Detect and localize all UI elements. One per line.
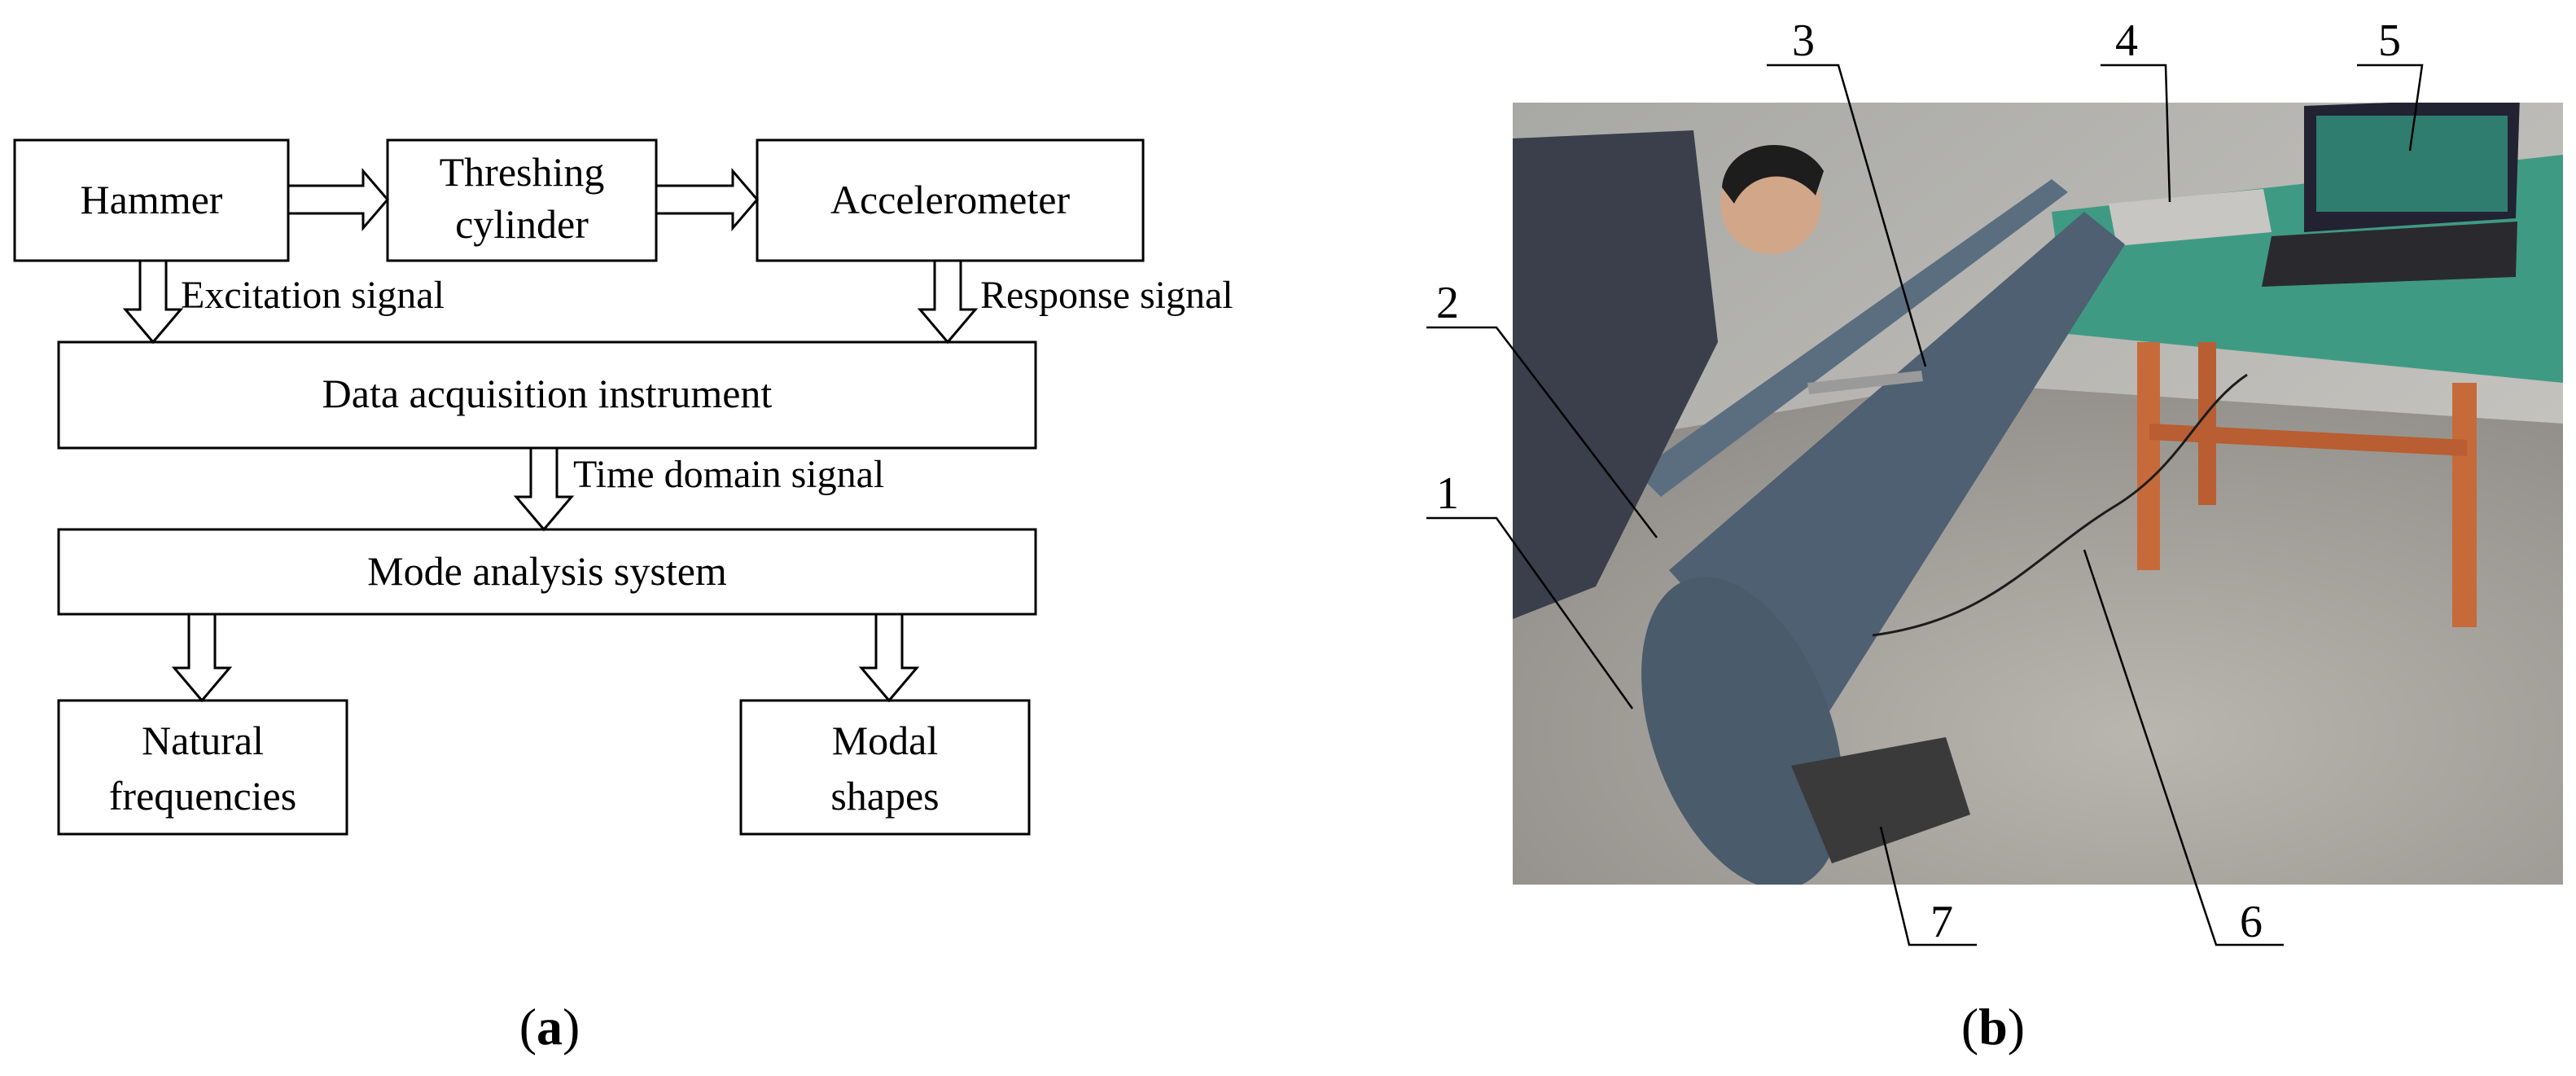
response-signal-label: Response signal	[980, 274, 1233, 317]
leader-4	[2101, 64, 2171, 203]
leader-7	[1879, 826, 1977, 946]
leader-5	[2357, 64, 2424, 152]
table-brace	[2149, 424, 2467, 456]
person-body	[1513, 130, 1718, 619]
leader-1	[1426, 516, 1634, 709]
panel-a-diagram	[13, 138, 1145, 836]
natural-label-line2: frequencies	[109, 773, 296, 819]
callout-7: 7	[1930, 897, 1953, 947]
cylinder-end-disc	[1641, 577, 1843, 885]
hammer-label: Hammer	[81, 177, 223, 222]
callout-5: 5	[2378, 15, 2401, 66]
threshing-label-line1: Threshing	[440, 149, 605, 195]
natural-label-line1: Natural	[142, 718, 264, 763]
excitation-signal-label: Excitation signal	[181, 274, 445, 317]
arrow-excitation-down	[122, 259, 184, 345]
caption-b: (b)	[1961, 998, 2025, 1056]
table-leg-3	[2198, 342, 2216, 505]
accelerometer-label: Accelerometer	[830, 177, 1071, 222]
data-acquisition-box	[57, 340, 1037, 450]
accelerometer-box	[756, 138, 1145, 262]
panel-a-labels: Hammer Threshing cylinder Accelerometer …	[81, 149, 1233, 1056]
callout-leaders	[1426, 64, 2424, 946]
table-leg-2	[2452, 383, 2477, 627]
callout-3: 3	[1792, 15, 1815, 66]
threshing-label-line2: cylinder	[455, 201, 589, 247]
threshing-cylinder-box	[386, 138, 658, 262]
panel-b-photo: 1 2 3 4 5 6 7 (b)	[1426, 15, 2563, 1056]
daq-device	[2109, 189, 2272, 246]
cylinder-bar	[1636, 179, 2068, 497]
hammer-box	[13, 138, 290, 262]
callout-numbers: 1 2 3 4 5 6 7	[1436, 15, 2401, 947]
arrow-response-down	[917, 259, 979, 345]
laptop-base	[2262, 222, 2517, 287]
arrow-to-modal-shapes	[858, 613, 920, 703]
callout-4: 4	[2115, 15, 2138, 66]
hammer-tool	[1807, 371, 1923, 394]
arrow-to-natural-frequencies	[171, 613, 233, 703]
leader-6	[2083, 549, 2284, 946]
arrow-cylinder-to-accelerometer	[655, 167, 759, 232]
mode-analysis-label: Mode analysis system	[367, 548, 727, 594]
modal-label-line1: Modal	[832, 718, 939, 763]
cylinder-body	[1669, 212, 2125, 733]
callout-6: 6	[2240, 897, 2263, 947]
data-acquisition-label: Data acquisition instrument	[322, 371, 773, 416]
modal-label-line2: shapes	[830, 773, 939, 819]
sensor-cables	[1872, 373, 2248, 637]
callout-1: 1	[1436, 468, 1459, 519]
time-domain-signal-label: Time domain signal	[573, 453, 884, 496]
caption-a: (a)	[519, 998, 580, 1056]
leader-3	[1767, 64, 1927, 367]
callout-2: 2	[1436, 278, 1459, 328]
person-hair	[1722, 144, 1824, 204]
arrow-time-domain-down	[513, 446, 575, 532]
natural-frequencies-box	[57, 699, 348, 836]
base-plate	[1791, 737, 1970, 863]
leader-2	[1426, 326, 1658, 538]
mode-analysis-box	[57, 528, 1037, 616]
modal-shapes-box	[739, 699, 1031, 836]
table-leg-1	[2137, 342, 2160, 570]
arrow-hammer-to-cylinder	[287, 167, 389, 232]
